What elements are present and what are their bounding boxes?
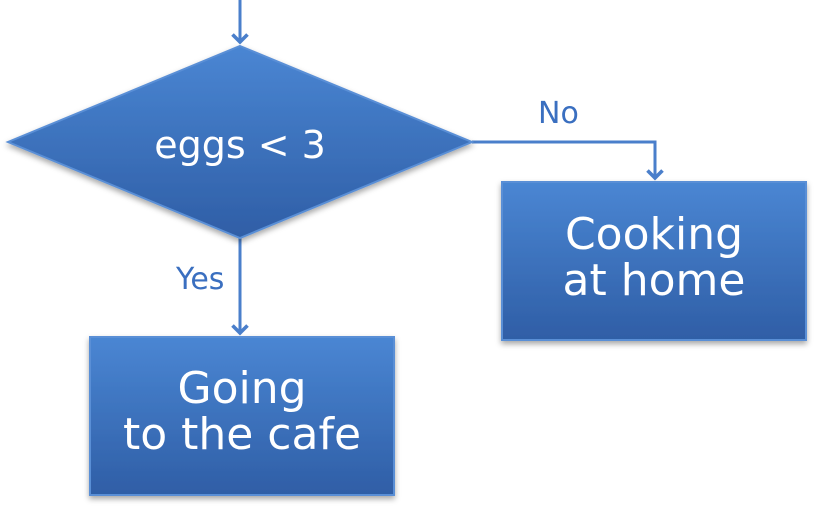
decision-label: eggs < 3 (154, 123, 326, 167)
no-edge-label: No (538, 96, 579, 131)
outcome-box-yes (89, 336, 395, 496)
outcome-box-no (501, 181, 807, 341)
yes-edge-label: Yes (176, 262, 225, 297)
outcome-label-no: Cooking at home (502, 212, 806, 304)
decision-diamond (5, 44, 475, 240)
outcome-no-line1: Cooking (564, 209, 744, 260)
outcome-yes-line2: to the cafe (122, 409, 362, 460)
outcome-label-yes: Going to the cafe (90, 366, 394, 458)
outcome-no-line2: at home (562, 255, 746, 306)
no-connector (472, 140, 664, 181)
outcome-yes-line1: Going (177, 363, 307, 414)
